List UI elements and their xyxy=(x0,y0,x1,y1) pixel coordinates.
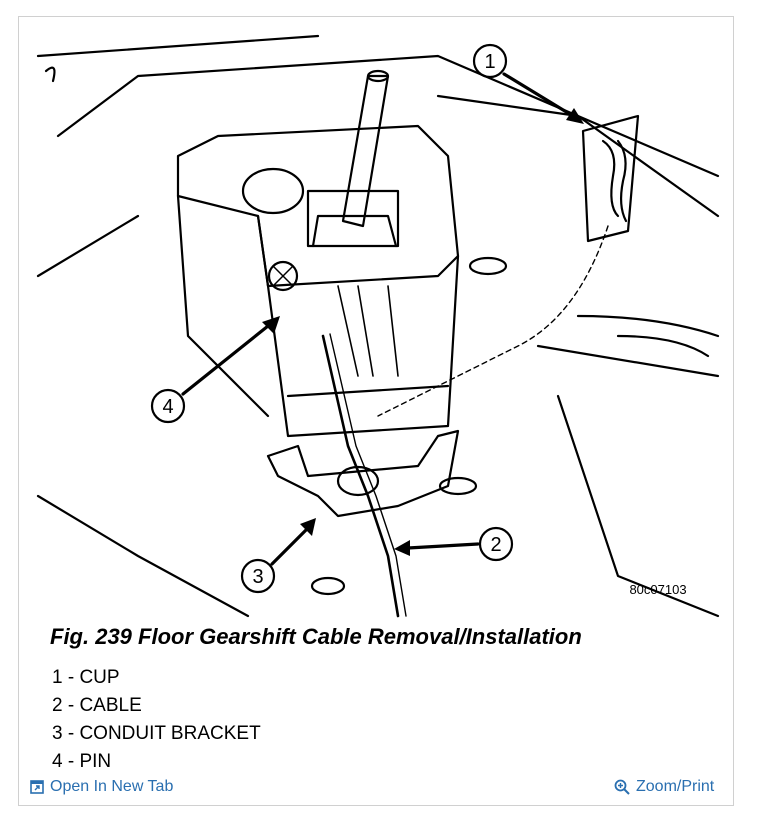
figure-caption: Fig. 239 Floor Gearshift Cable Removal/I… xyxy=(50,624,582,649)
callout-1: 1 xyxy=(484,51,495,73)
open-new-tab-link[interactable]: Open In New Tab xyxy=(30,778,173,796)
legend-item: 3 - CONDUIT BRACKET xyxy=(52,723,261,744)
figure-legend: 1 - CUP 2 - CABLE 3 - CONDUIT BRACKET 4 … xyxy=(52,664,261,776)
gearshift-diagram: 1 2 3 4 80c07103 xyxy=(36,34,720,618)
callout-3: 3 xyxy=(252,566,263,588)
callout-2: 2 xyxy=(490,534,501,556)
legend-item: 1 - CUP xyxy=(52,667,120,688)
drawing-id: 80c07103 xyxy=(629,582,686,597)
open-new-tab-label: Open In New Tab xyxy=(50,778,174,795)
zoom-print-label: Zoom/Print xyxy=(636,778,715,795)
magnifier-plus-icon xyxy=(614,779,630,795)
zoom-print-link[interactable]: Zoom/Print xyxy=(614,778,714,796)
legend-item: 4 - PIN xyxy=(52,751,112,772)
external-window-icon xyxy=(30,780,44,794)
callout-4: 4 xyxy=(162,396,173,418)
legend-item: 2 - CABLE xyxy=(52,695,142,716)
